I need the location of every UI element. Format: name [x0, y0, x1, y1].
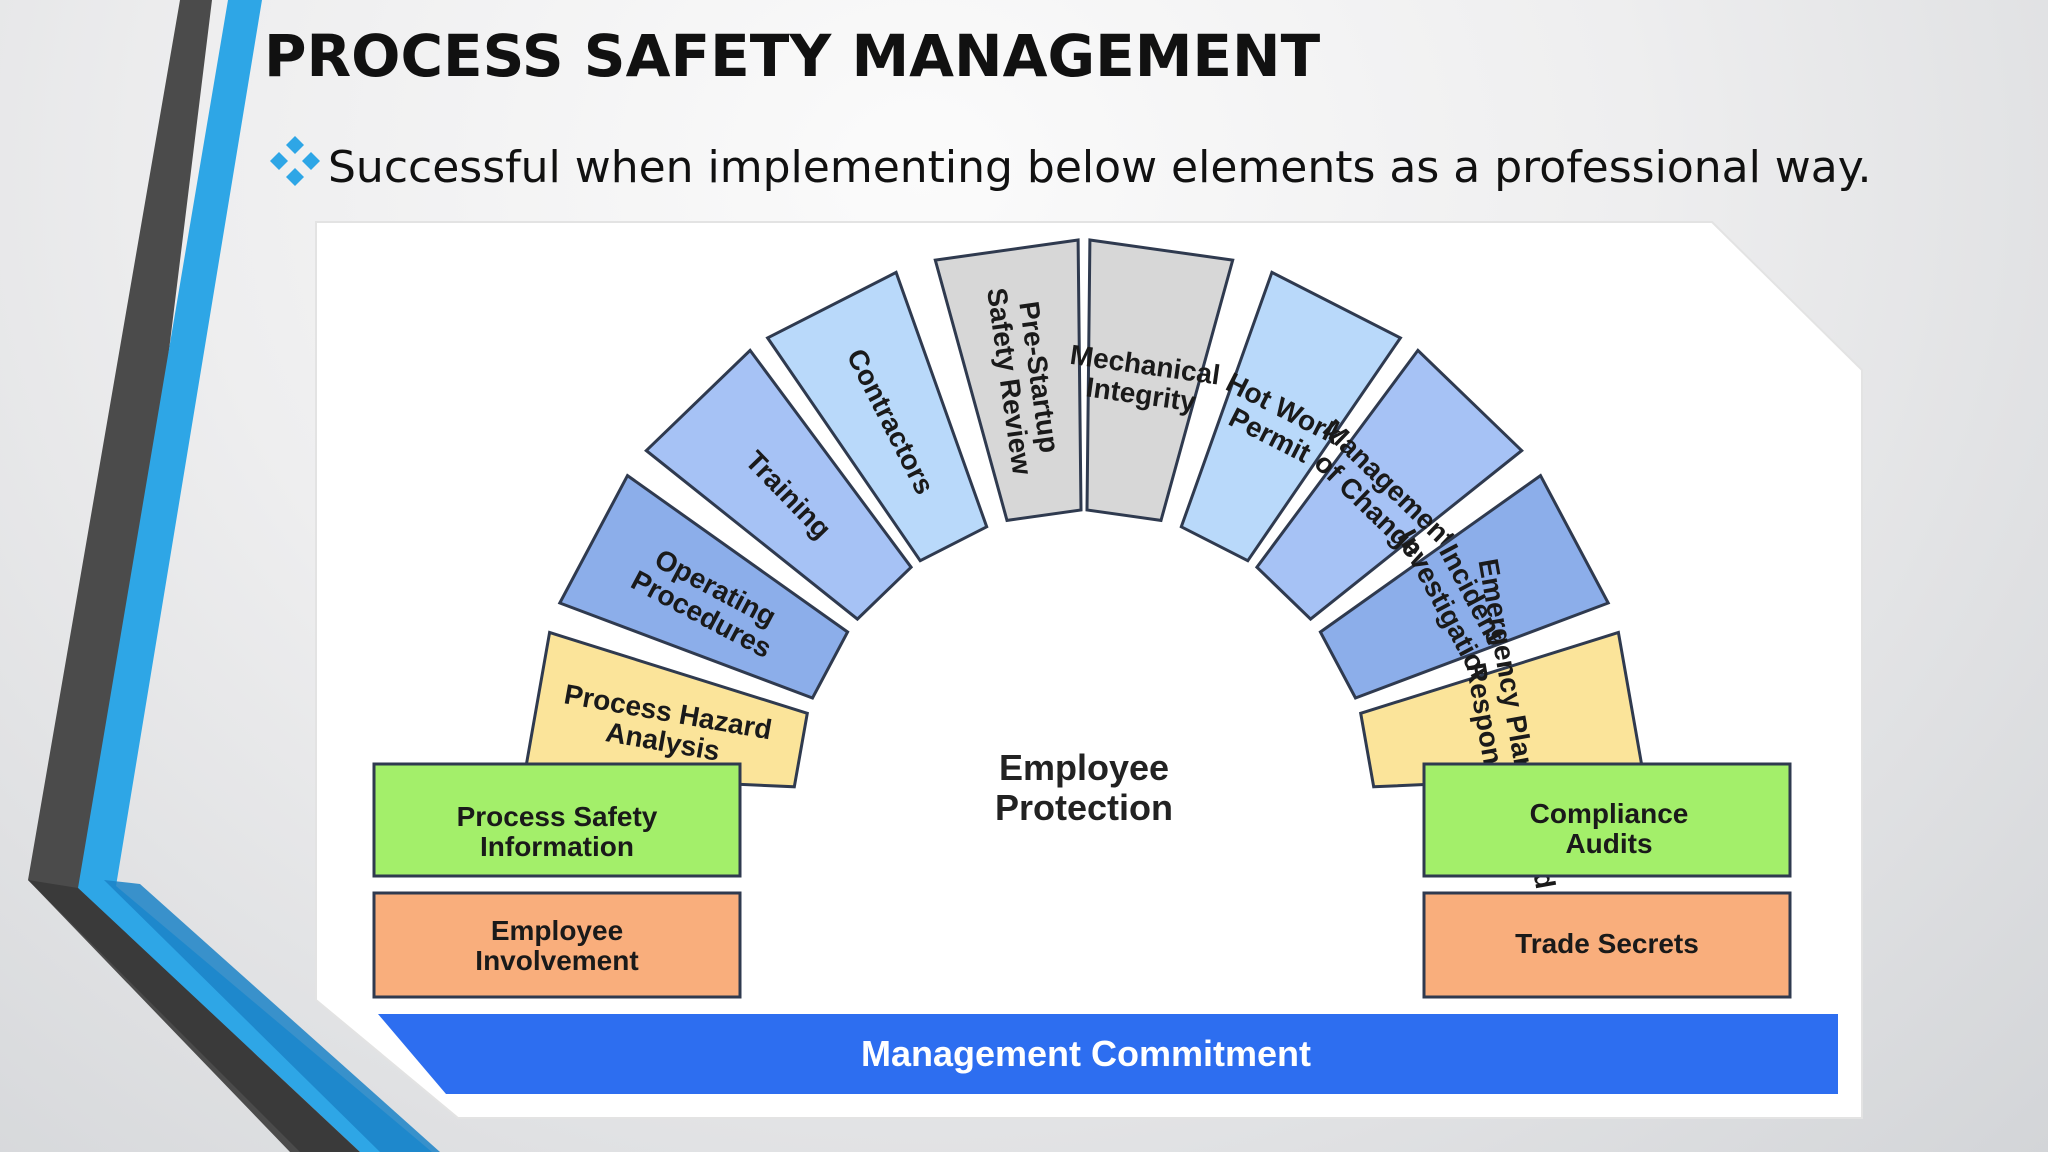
compliance-audits-box: [1422, 762, 1792, 878]
left-box-employee-involvement: Employee Involvement: [372, 891, 742, 999]
blue-stripe: [78, 0, 432, 1152]
pre-startup-safety-review-segment: [933, 238, 1083, 523]
training-segment: [644, 348, 914, 622]
employee-involvement-label-1: Employee: [491, 915, 623, 946]
arc-segment-training: Training: [644, 348, 914, 622]
contractors-segment: [765, 270, 989, 563]
slide-subtitle: Successful when implementing below eleme…: [328, 142, 1872, 193]
trade-secrets-label: Trade Secrets: [1515, 928, 1699, 959]
dark-corner-band: [28, 880, 360, 1152]
employee-involvement-box: [372, 891, 742, 999]
left-box-process-safety-information: Process Safety Information: [372, 762, 742, 878]
mechanical-integrity-segment: [1085, 238, 1235, 523]
right-box-compliance-audits: Compliance Audits: [1422, 762, 1792, 878]
right-box-trade-secrets: Trade Secrets: [1422, 891, 1792, 999]
management-commitment-bar: [378, 1014, 1838, 1094]
arc-segments: Process HazardAnalysisOperatingProcedure…: [522, 238, 1646, 891]
employee-involvement-label-2: Involvement: [475, 945, 638, 976]
compliance-audits-label-1: Compliance: [1530, 798, 1689, 829]
management-commitment-label: Management Commitment: [861, 1033, 1311, 1074]
trade-secrets-box: [1422, 891, 1792, 999]
diamond-bullet-icon: [270, 136, 320, 186]
process-safety-information-box: [372, 762, 742, 878]
operating-procedures-segment: [557, 473, 850, 700]
center-label-line-2: Protection: [995, 787, 1173, 828]
process-safety-information-label-2: Information: [480, 831, 634, 862]
dark-stripe: [28, 0, 340, 1152]
incident-investigation-segment: [1318, 473, 1611, 700]
slide-title: PROCESS SAFETY MANAGEMENT: [264, 22, 1321, 90]
blue-corner-band: [104, 880, 440, 1152]
management-of-change-segment: [1254, 348, 1524, 622]
hot-work-permit-segment: [1179, 270, 1403, 563]
process-safety-information-label-1: Process Safety: [457, 801, 658, 832]
compliance-audits-label-2: Audits: [1565, 828, 1652, 859]
center-label-line-1: Employee: [999, 747, 1169, 788]
